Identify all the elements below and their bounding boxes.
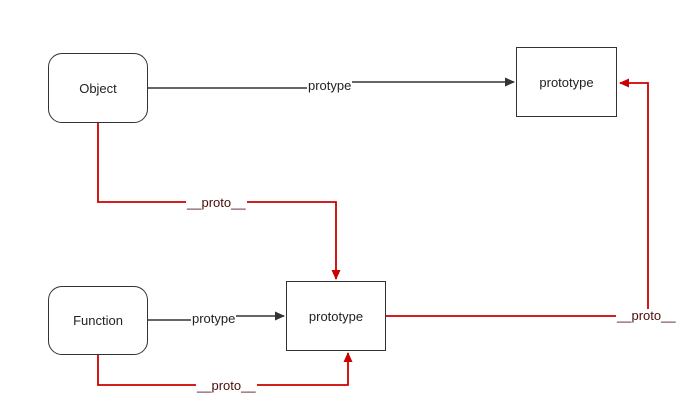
edge-label-object-protype: protype xyxy=(307,78,353,93)
node-object-prototype-label: prototype xyxy=(539,74,594,90)
edge-label-function-prototype-proto: __proto__ xyxy=(616,308,677,323)
node-function-prototype-label: prototype xyxy=(308,308,364,324)
edge-function-prototype-proto xyxy=(386,78,649,317)
node-function-prototype[interactable]: prototype xyxy=(286,281,386,351)
edge-label-function-proto-loop: __proto__ xyxy=(196,378,257,393)
edge-label-function-protype: protype xyxy=(191,311,237,326)
edge-label-object-proto: __proto__ xyxy=(186,195,247,210)
node-object-prototype[interactable]: prototype xyxy=(516,47,617,117)
node-function-label: Function xyxy=(73,313,123,328)
node-object-label: Object xyxy=(79,80,117,96)
node-object[interactable]: Object xyxy=(48,53,148,123)
node-function[interactable]: Function xyxy=(48,286,148,355)
